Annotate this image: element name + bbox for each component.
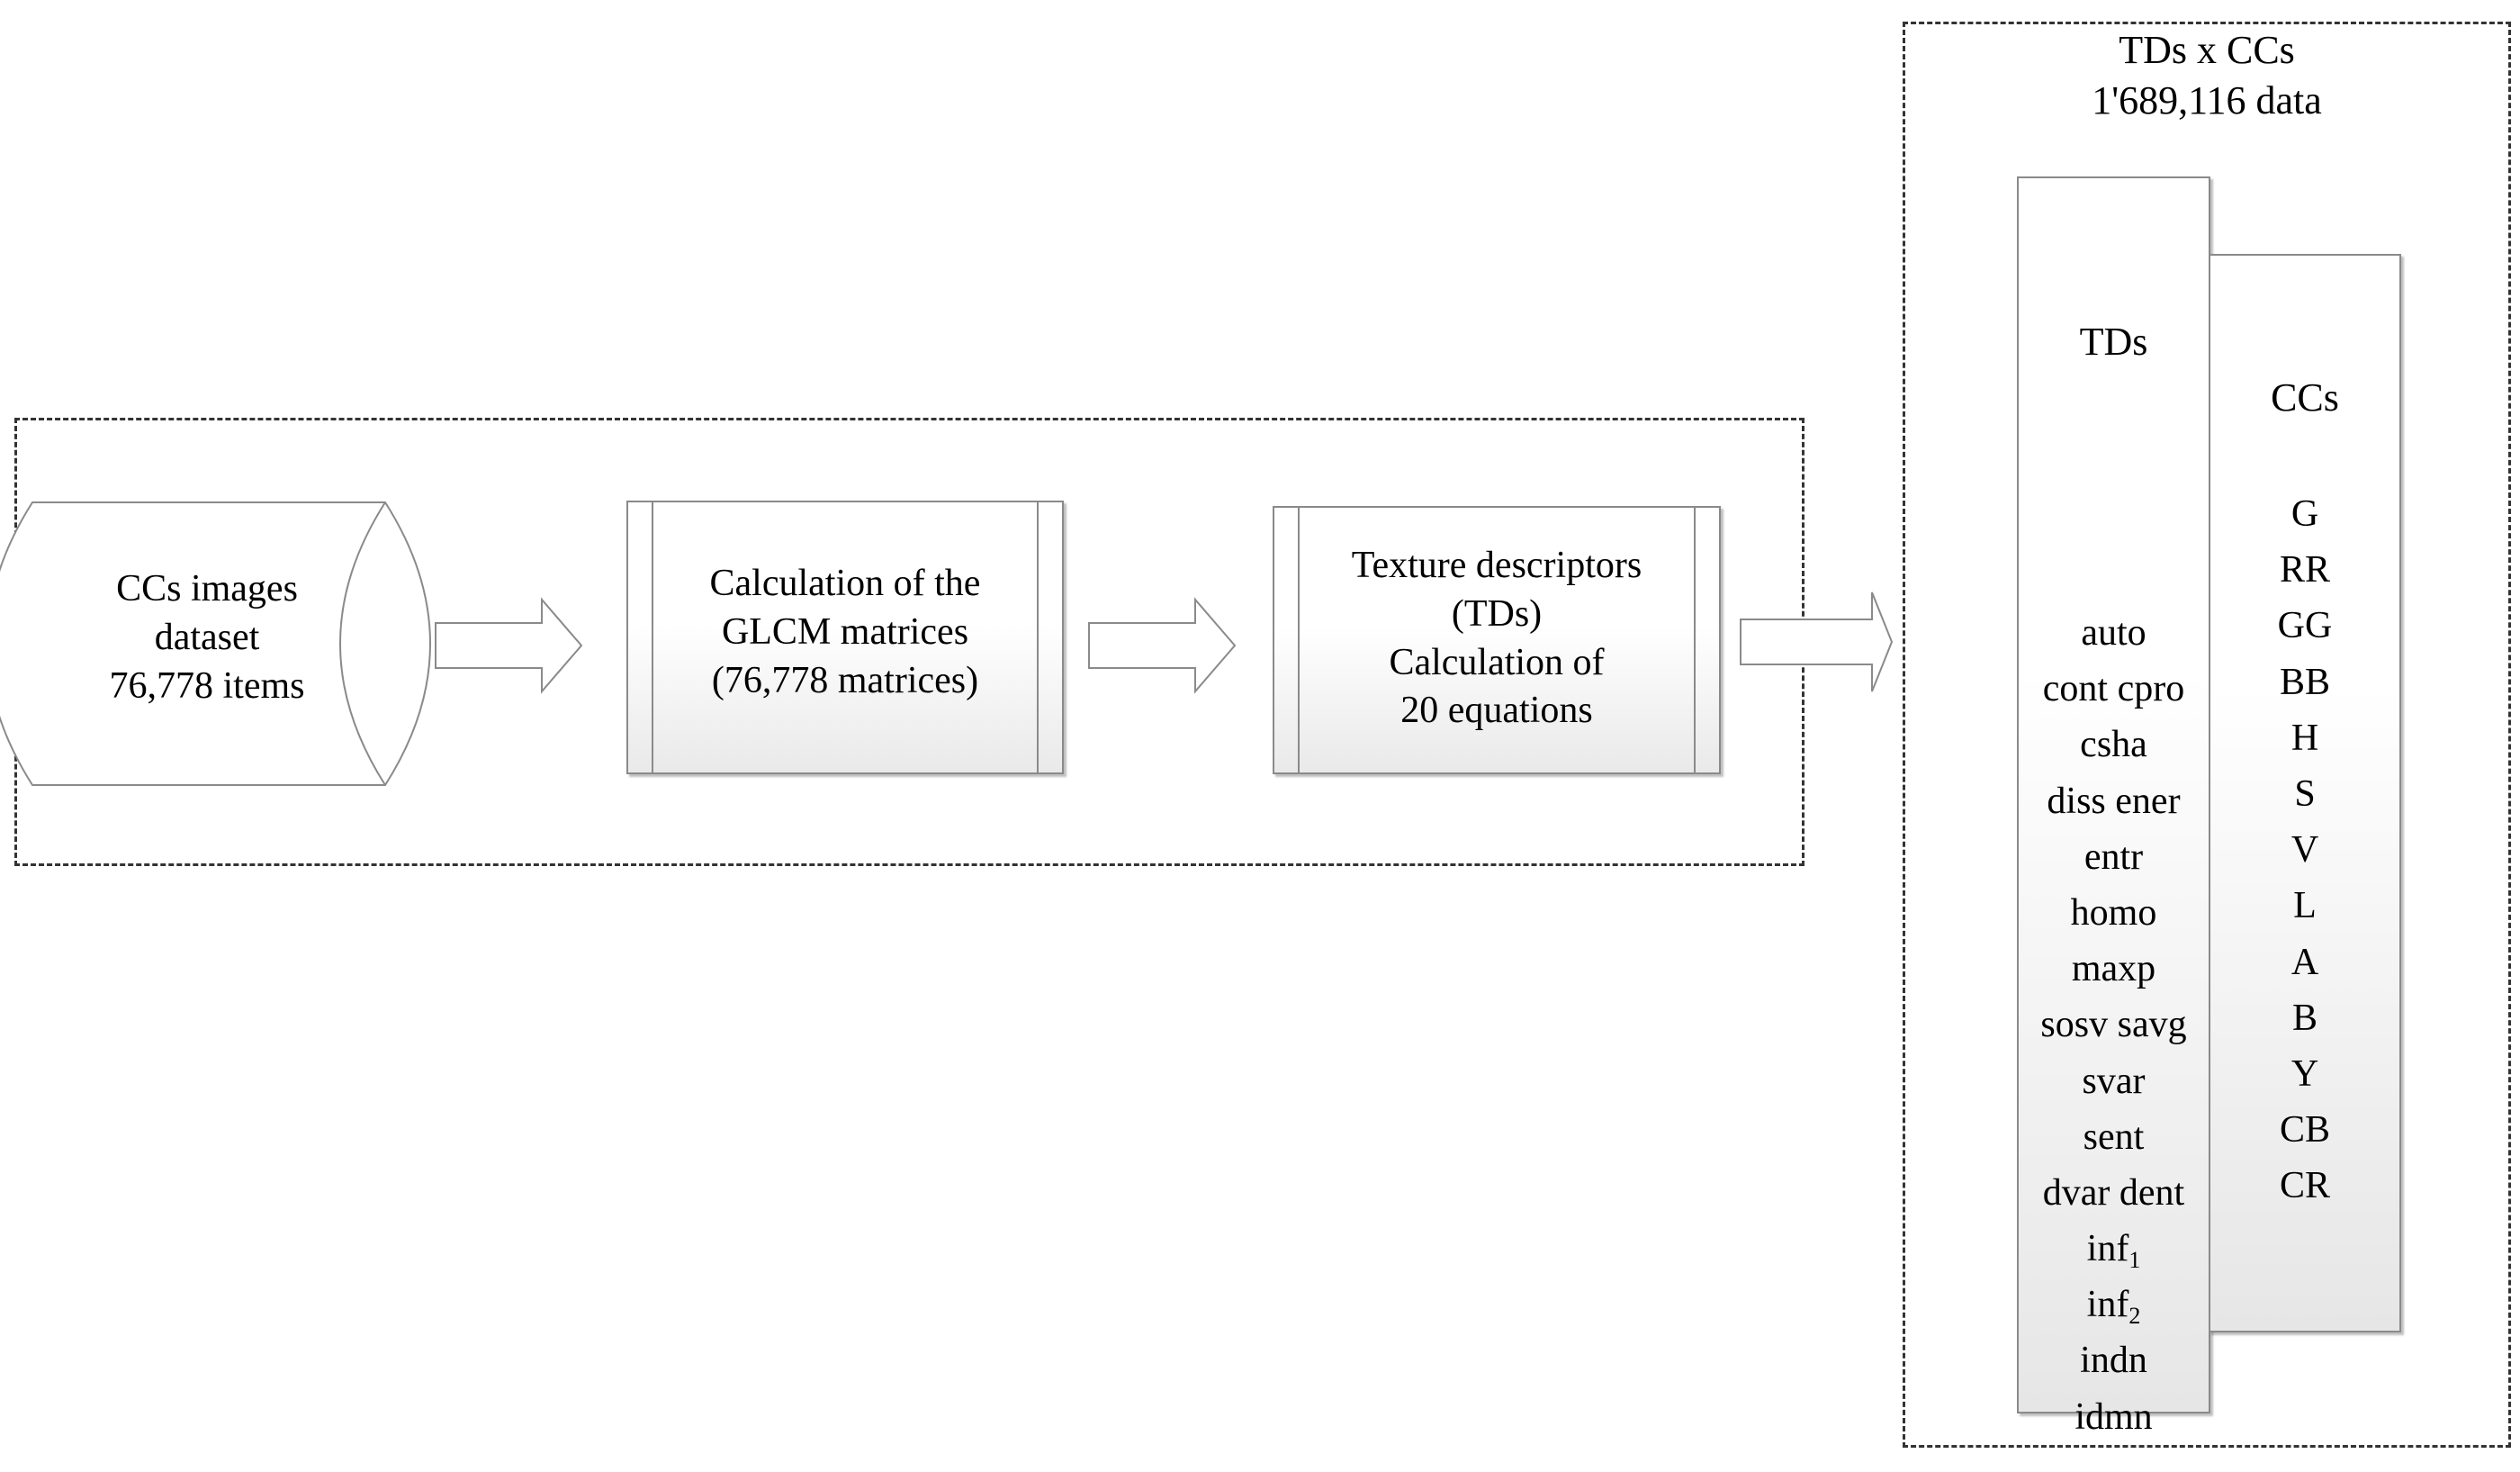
ccs-header: CCs <box>2271 375 2339 420</box>
tds-list-item-subscript: 1 <box>2128 1247 2141 1274</box>
tds-list-item: homo <box>2070 891 2157 934</box>
ccs-list-item: BB <box>2279 661 2331 703</box>
tds-list-item: inf2 <box>2019 1277 2209 1332</box>
arrow-right-3 <box>1740 592 1894 692</box>
ccs-list-item: RR <box>2279 549 2331 592</box>
ccs-list-item: CR <box>2279 1165 2331 1207</box>
output-title: TDs x CCs 1'689,116 data <box>2092 28 2322 123</box>
tds-list-item: dvar dent <box>2042 1171 2185 1214</box>
ccs-list-item: GG <box>2277 605 2333 647</box>
glcm-label: Calculation of the GLCM matrices (76,778… <box>709 563 981 701</box>
tds-list-item: csha <box>2080 724 2147 766</box>
texture-descriptors-label: Texture descriptors (TDs) Calculation of… <box>1351 545 1642 732</box>
texture-descriptors-box: Texture descriptors (TDs) Calculation of… <box>1273 506 1721 774</box>
tds-list-item-base: inf <box>2086 1228 2129 1270</box>
dataset-cylinder <box>0 501 431 786</box>
tds-list-item: sosv savg <box>2040 1004 2187 1046</box>
ccs-list-item: B <box>2291 997 2318 1039</box>
arrow-right-2 <box>1088 597 1237 694</box>
tds-list-item: maxp <box>2071 948 2156 990</box>
tds-list: auto cont cpro csha diss ener entr homo maxp so… <box>2019 605 2209 1445</box>
dataset-label: CCs images dataset 76,778 items <box>109 568 305 707</box>
ccs-list-item: A <box>2290 941 2319 983</box>
process-bar-left <box>628 502 653 772</box>
ccs-list-item: CB <box>2279 1109 2331 1151</box>
tds-list-item: sent <box>2083 1115 2145 1158</box>
tds-list-item: indn <box>2080 1340 2147 1382</box>
ccs-list-item: Y <box>2290 1052 2319 1095</box>
glcm-process-box: Calculation of the GLCM matrices (76,778… <box>626 501 1064 774</box>
ccs-list-item: S <box>2294 772 2316 815</box>
tds-list-item-subscript: 2 <box>2128 1303 2141 1330</box>
ccs-list-item: V <box>2290 829 2319 871</box>
tds-list-item: idmn <box>2074 1395 2153 1438</box>
tds-list-item: cont cpro <box>2042 668 2185 710</box>
ccs-list-item: G <box>2290 493 2319 535</box>
tds-list-item: svar <box>2082 1060 2146 1102</box>
tds-list-item: entr <box>2084 835 2144 878</box>
process-bar-right <box>1037 502 1062 772</box>
ccs-list-item: L <box>2293 885 2317 927</box>
tds-list-item: inf1 <box>2019 1221 2209 1277</box>
process-bar-right <box>1694 508 1719 772</box>
tds-header: TDs <box>2079 320 2148 364</box>
process-bar-left <box>1274 508 1300 772</box>
tds-list-item: auto <box>2081 612 2146 654</box>
output-frame <box>1903 22 2511 1448</box>
arrow-right-1 <box>435 597 583 694</box>
ccs-list-item: H <box>2290 717 2319 759</box>
tds-column: TDs auto cont cpro csha diss ener entr homo ma… <box>2017 176 2210 1438</box>
tds-list-item: diss ener <box>2047 780 2181 822</box>
tds-list-item-base: inf <box>2086 1284 2129 1326</box>
